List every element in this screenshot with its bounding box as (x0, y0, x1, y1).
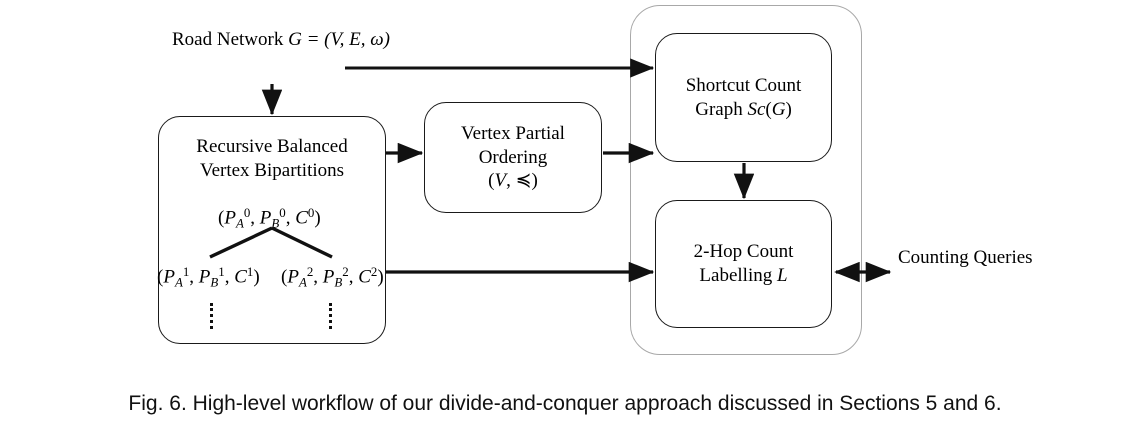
partition-tree-ellipsis-right (329, 303, 335, 329)
road-network-label: Road Network G = (V, E, ω) (172, 28, 390, 53)
recursive-bipartitions-line1: Recursive Balanced (196, 136, 348, 157)
recursive-bipartitions-line2: Vertex Bipartitions (199, 159, 345, 181)
vertex-partial-ordering-line2: Ordering (478, 146, 548, 168)
partition-tree-root: (PA0, PB0, C0) (218, 205, 321, 231)
partition-tree-child-1: (PA1, PB1, C1) (157, 264, 260, 290)
partition-tree-child-2: (PA2, PB2, C2) (281, 264, 384, 290)
index-group-container (630, 5, 862, 355)
node-recursive-balanced-vertex-bipartitions[interactable]: Recursive Balanced Vertex Bipartitions (158, 116, 386, 344)
counting-queries-label: Counting Queries (898, 246, 1038, 271)
counting-queries-line2: Queries (973, 247, 1033, 268)
node-shortcut-count-graph[interactable]: Shortcut Count Graph Sc(G) (655, 33, 832, 162)
counting-queries-line1: Counting (898, 247, 969, 268)
node-two-hop-count-labelling[interactable]: 2-Hop Count Labelling L (655, 200, 832, 328)
figure-caption: Fig. 6. High-level workflow of our divid… (128, 392, 1002, 415)
shortcut-count-graph-line1: Shortcut Count (685, 74, 802, 96)
road-network-title: Road Network (172, 29, 284, 50)
two-hop-labelling-formula: Labelling L (699, 265, 788, 286)
road-network-formula: G = (V, E, ω) (288, 29, 391, 50)
partition-tree-ellipsis-left (210, 303, 216, 329)
two-hop-labelling-line1: 2-Hop Count (693, 241, 794, 263)
vertex-partial-ordering-line1: Vertex Partial (461, 122, 565, 144)
node-vertex-partial-ordering[interactable]: Vertex Partial Ordering (V, ≼) (424, 102, 602, 213)
shortcut-count-graph-formula: Graph Sc(G) (695, 98, 792, 120)
vertex-partial-ordering-formula: (V, ≼) (488, 170, 538, 192)
